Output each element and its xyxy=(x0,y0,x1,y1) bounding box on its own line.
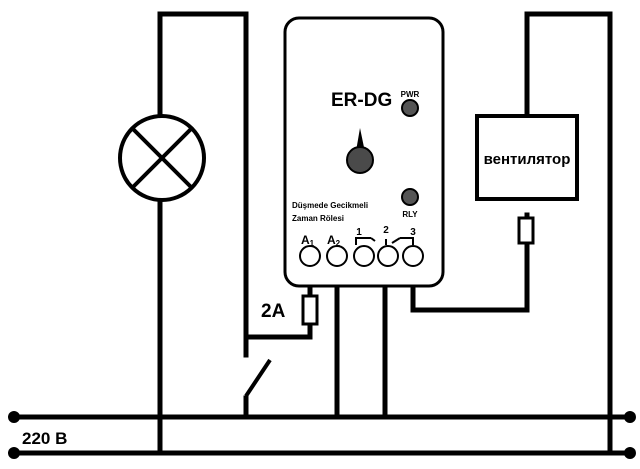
fuse-label: 2A xyxy=(261,301,286,322)
terminal-label-a1: A1 xyxy=(301,233,315,248)
terminal-3 xyxy=(402,245,424,267)
rly-label: RLY xyxy=(402,210,418,219)
contact-label-1: 1 xyxy=(356,227,362,238)
rail-neutral-terminal xyxy=(8,447,20,459)
pwr-label: PWR xyxy=(401,90,420,99)
device-description-line2: Zaman Rölesi xyxy=(292,214,344,223)
fan-fuse-symbol xyxy=(517,216,535,245)
supply-voltage-label: 220 В xyxy=(22,429,67,448)
fan-label: вентилятор xyxy=(484,151,571,168)
rail-neutral-terminal-right xyxy=(624,447,636,459)
terminal-2 xyxy=(377,245,399,267)
fuse-2a: 2A xyxy=(243,279,319,340)
lamp-circuit xyxy=(118,11,249,456)
rail-live-terminal-right xyxy=(624,411,636,423)
rly-led-icon xyxy=(401,188,419,206)
wire-to-fan xyxy=(410,212,530,313)
rail-live-terminal xyxy=(8,411,20,423)
relay-device: ER-DG PWR RLY Düşmede Gecikmeli Zaman Rö… xyxy=(283,16,445,288)
terminal-label-a2: A2 xyxy=(327,233,341,248)
time-knob-icon[interactable] xyxy=(346,128,374,174)
contact-schematic: 1 2 3 xyxy=(355,225,416,245)
terminal-a1 xyxy=(299,245,321,267)
fuse-symbol xyxy=(301,294,319,326)
fan-box: вентилятор xyxy=(475,114,579,201)
contact-label-3: 3 xyxy=(410,227,416,238)
fan-frame xyxy=(475,114,579,201)
supply-rails: 220 В xyxy=(8,411,636,459)
device-wiring xyxy=(334,11,613,456)
terminal-1 xyxy=(353,245,375,267)
device-description-line1: Düşmede Gecikmeli xyxy=(292,201,368,210)
pwr-led-icon xyxy=(401,99,419,117)
switch-symbol xyxy=(243,334,272,420)
contact-label-2: 2 xyxy=(383,225,389,236)
wire-fan-return xyxy=(524,11,613,456)
terminal-a2 xyxy=(326,245,348,267)
device-model: ER-DG xyxy=(331,90,392,111)
